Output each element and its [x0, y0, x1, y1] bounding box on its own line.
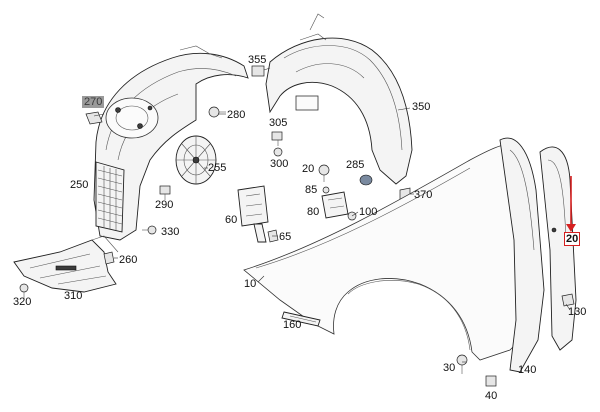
callout-85: 85 [305, 184, 318, 196]
bolt-300 [273, 140, 283, 157]
callout-20: 20 [302, 163, 315, 175]
screw-85 [322, 186, 330, 194]
bolt-320 [19, 283, 29, 300]
callout-320: 320 [13, 296, 32, 308]
callout-40: 40 [485, 390, 498, 402]
callout-350: 350 [412, 101, 431, 113]
callout-130: 130 [568, 306, 587, 318]
clip-130 [561, 293, 575, 307]
underbody-liner [13, 235, 119, 293]
nut-40 [485, 375, 497, 387]
callout-310: 310 [64, 290, 83, 302]
callout-140: 140 [518, 364, 537, 376]
callout-270: 270 [82, 96, 105, 108]
fastener-280 [208, 106, 226, 118]
cover-disk [175, 135, 217, 185]
screw-20a [318, 164, 330, 182]
callout-370: 370 [414, 189, 433, 201]
bracket-80 [321, 191, 349, 219]
callout-305: 305 [269, 117, 288, 129]
callout-10: 10 [244, 278, 257, 290]
callout-30: 30 [443, 362, 456, 374]
callout-100: 100 [359, 206, 378, 218]
grille-insert [95, 161, 125, 233]
wheel-arch-liner-rear [265, 13, 413, 185]
callout-285: 285 [346, 159, 365, 171]
bracket-60 [237, 185, 269, 243]
callout-65: 65 [279, 231, 292, 243]
screw-30 [456, 354, 468, 374]
grommet-285 [359, 174, 373, 186]
callout-20-highlighted[interactable]: 20 [564, 232, 581, 246]
clip-355 [251, 65, 265, 77]
callout-355: 355 [248, 54, 267, 66]
bolt-305 [271, 131, 283, 141]
clip-290 [159, 185, 171, 200]
callout-255: 255 [208, 162, 227, 174]
callout-250: 250 [70, 179, 89, 191]
callout-300: 300 [270, 158, 289, 170]
clip-270 [85, 111, 103, 125]
callout-60: 60 [225, 214, 238, 226]
trim-160 [281, 311, 321, 327]
callout-290: 290 [155, 199, 174, 211]
clip-260 [103, 251, 115, 265]
callout-330: 330 [161, 226, 180, 238]
callout-80: 80 [307, 206, 320, 218]
fender [243, 144, 541, 361]
callout-280: 280 [227, 109, 246, 121]
fastener-330 [142, 225, 157, 235]
pillar-cover-140 [499, 137, 545, 373]
wheel-arch-liner-front [93, 45, 249, 241]
highlight-arrow [566, 176, 576, 232]
callout-260: 260 [119, 254, 138, 266]
callout-160: 160 [283, 319, 302, 331]
leader-lines [93, 67, 571, 363]
